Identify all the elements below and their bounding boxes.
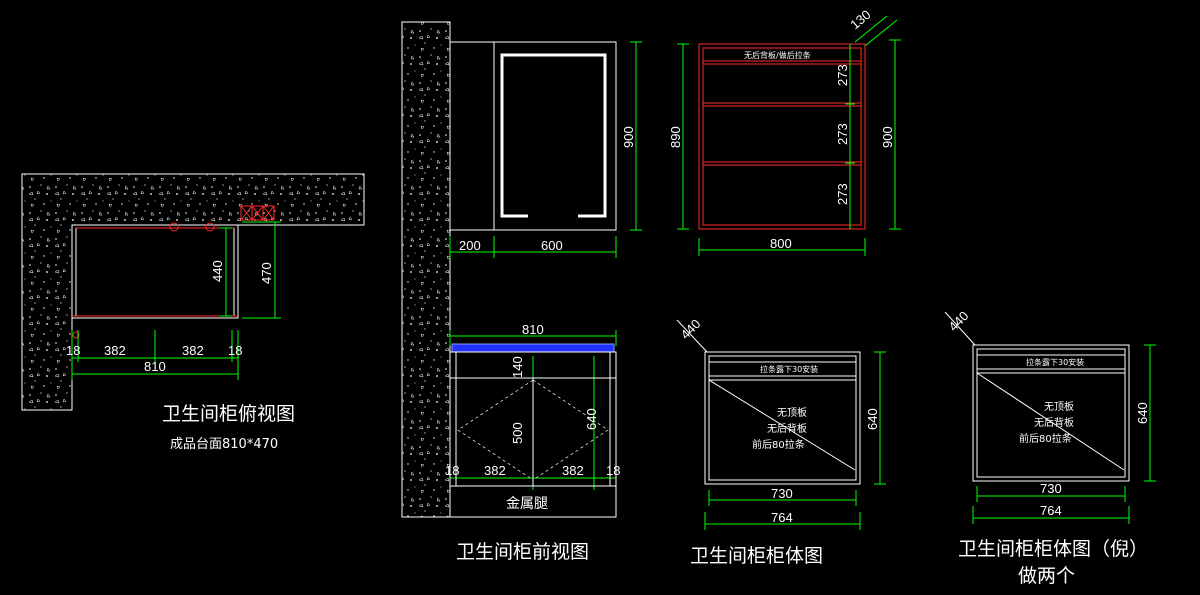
dim-382-front-left: 382 <box>484 463 506 478</box>
dim-130: 130 <box>847 7 873 32</box>
lower-note-2: 无后背板 <box>767 422 807 435</box>
dim-600: 600 <box>541 238 563 253</box>
dim-273-top: 273 <box>835 64 850 86</box>
mirror-light-strip <box>500 53 607 218</box>
top-view: 18 382 382 18 810 440 470 卫生间柜俯视图 成品台面81… <box>21 173 365 452</box>
vent-box <box>240 205 275 221</box>
dim-900-upper: 900 <box>880 126 895 148</box>
dim-500: 500 <box>510 422 525 444</box>
lower-strip-note: 拉条露下30安装 <box>760 364 818 374</box>
dim-440-plan: 440 <box>210 260 225 282</box>
dim-800: 800 <box>770 236 792 251</box>
lower-cabinet-title: 卫生间柜柜体图 <box>690 545 823 567</box>
upper-cabinet-note: 无后背板/做后拉条 <box>744 50 811 60</box>
dim-18-right: 18 <box>228 343 242 358</box>
upper-cabinet: 无后背板/做后拉条 130 890 900 273 273 273 800 <box>668 7 901 256</box>
lower-note-1: 无顶板 <box>777 406 807 419</box>
dim-273-bottom: 273 <box>835 183 850 205</box>
mirror-note-1: 无顶板 <box>1044 400 1074 413</box>
dim-900-mirror: 900 <box>621 126 636 148</box>
mirror-note-3: 前后80拉条 <box>1019 432 1072 445</box>
mirror-strip-note: 拉条露下30安装 <box>1026 357 1084 367</box>
mirror-cabinet-title: 卫生间柜柜体图（倪） <box>958 538 1148 560</box>
dim-273-mid: 273 <box>835 123 850 145</box>
mirror-cabinet-subtitle: 做两个 <box>1018 565 1075 587</box>
top-view-subtitle: 成品台面810*470 <box>170 437 278 452</box>
dim-890: 890 <box>668 126 683 148</box>
dim-140: 140 <box>510 356 525 378</box>
dim-470-plan: 470 <box>259 262 274 284</box>
metal-legs-label: 金属腿 <box>506 496 548 512</box>
door-swing-lines <box>457 379 609 481</box>
dim-810-front: 810 <box>522 322 544 337</box>
vanity-body <box>449 351 617 518</box>
mirror-note-2: 无后背板 <box>1034 416 1074 429</box>
dim-640-mirror: 640 <box>1135 402 1150 424</box>
dim-640-lower: 640 <box>865 408 880 430</box>
dim-18-front-right: 18 <box>606 463 620 478</box>
dim-200: 200 <box>459 238 481 253</box>
wall-hatch <box>21 173 365 411</box>
dim-810-plan: 810 <box>144 359 166 374</box>
lower-cabinet: 拉条露下30安装 无顶板 无后背板 前后80拉条 440 640 730 764… <box>676 316 886 567</box>
front-view-title: 卫生间柜前视图 <box>456 541 589 563</box>
pipe-marker <box>169 222 179 232</box>
dim-764-mirror: 764 <box>1040 503 1062 518</box>
dim-382-front-right: 382 <box>562 463 584 478</box>
upper-dimensions <box>677 15 901 256</box>
dim-382-left: 382 <box>104 343 126 358</box>
lower-cabinet-mirror: 拉条露下30安装 无顶板 无后背板 前后80拉条 440 640 730 764… <box>944 308 1156 587</box>
front-view: 200 600 900 810 140 500 640 18 382 382 1… <box>401 21 642 563</box>
dim-382-right: 382 <box>182 343 204 358</box>
cabinet-outline-plan <box>71 224 239 319</box>
lower-note-3: 前后80拉条 <box>752 438 805 451</box>
dim-764-lower: 764 <box>771 510 793 525</box>
mirror-cabinet <box>449 41 617 231</box>
countertop <box>451 343 615 353</box>
dim-730-lower: 730 <box>771 486 793 501</box>
dim-18-left: 18 <box>66 343 80 358</box>
dim-730-mirror: 730 <box>1040 481 1062 496</box>
dim-440-mirror: 440 <box>946 308 972 334</box>
dim-18-front-left: 18 <box>445 463 459 478</box>
pipe-marker <box>205 222 215 232</box>
lower-dimensions <box>704 351 886 530</box>
plan-dimensions <box>71 221 281 380</box>
wall-section <box>401 21 451 518</box>
mirror-dimensions <box>972 344 1156 524</box>
dim-640-front: 640 <box>584 408 599 430</box>
dim-440-lower: 440 <box>678 316 704 342</box>
front-dimensions <box>449 41 642 490</box>
top-view-title: 卫生间柜俯视图 <box>162 403 295 425</box>
